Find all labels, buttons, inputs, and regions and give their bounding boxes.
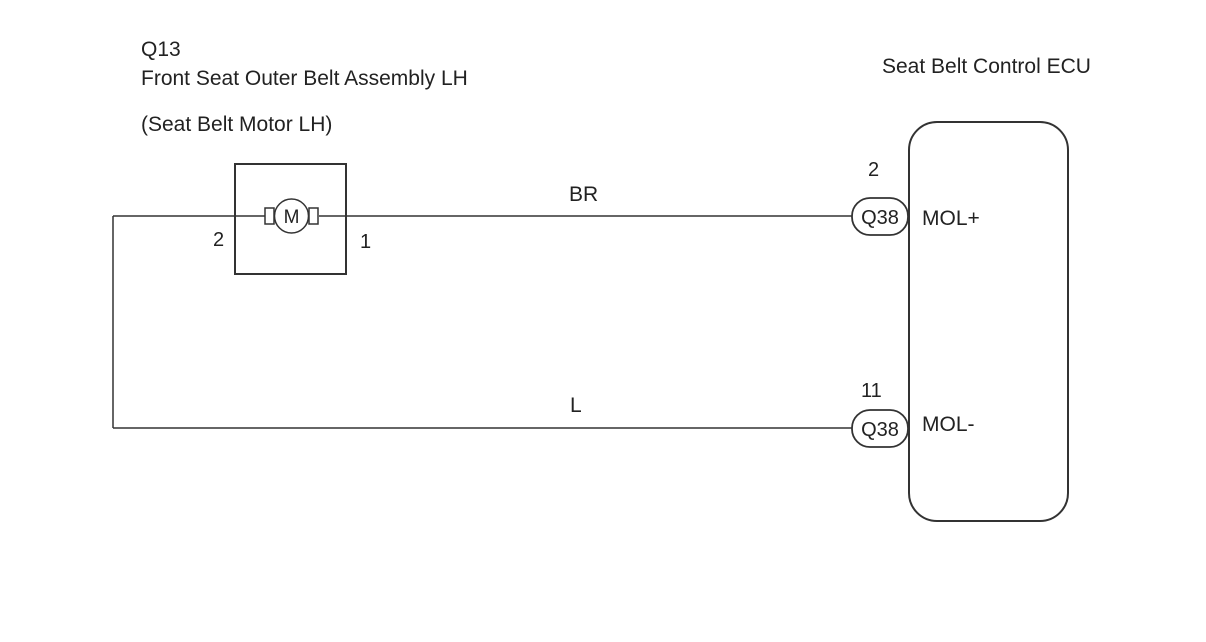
wire-br-label: BR [569, 183, 598, 206]
motor-component-box [234, 163, 347, 275]
connector-badge [851, 197, 909, 236]
ecu-name-label: Seat Belt Control ECU [882, 55, 1091, 78]
ecu-box [908, 121, 1069, 522]
motor-icon: M [264, 198, 319, 234]
ecu-terminal-pin-label: 2 [868, 159, 879, 181]
motor-symbol-label: M [284, 207, 300, 228]
connector-id-label: Q38 [861, 419, 899, 441]
wire-l-label: L [570, 394, 582, 417]
motor-pin-left-label: 2 [213, 229, 224, 251]
wire-group [112, 215, 852, 429]
ecu-signal-label: MOL- [922, 413, 975, 436]
connector-badge [851, 409, 909, 448]
component-name-label: Front Seat Outer Belt Assembly LH [141, 67, 468, 90]
component-subname-label: (Seat Belt Motor LH) [141, 113, 332, 136]
motor-pin-right-label: 1 [360, 231, 371, 253]
ecu-signal-label: MOL+ [922, 207, 980, 230]
connector-id-label: Q38 [861, 207, 899, 229]
component-id-label: Q13 [141, 38, 181, 61]
ecu-terminal-pin-label: 11 [861, 380, 882, 402]
